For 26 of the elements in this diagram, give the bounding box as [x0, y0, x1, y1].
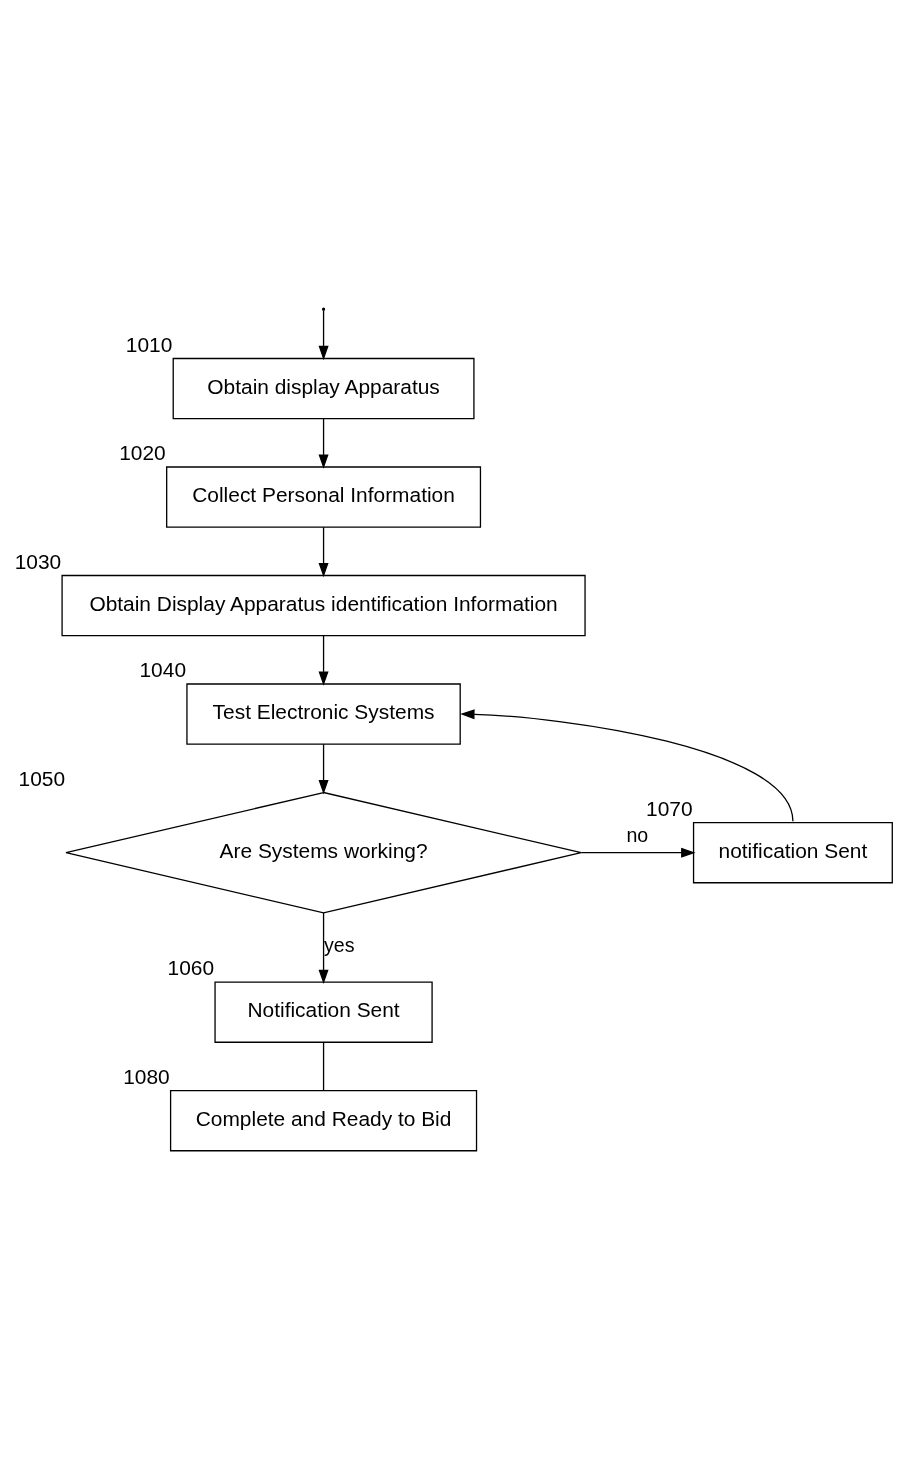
node-box: Collect Personal Information: [166, 465, 482, 528]
node-label: 1060: [167, 955, 215, 979]
arrow: [460, 708, 794, 822]
node-label: 1050: [18, 766, 66, 790]
edge-label: yes: [324, 933, 355, 956]
node-box: Obtain display Apparatus: [172, 357, 475, 419]
node-label: 1070: [646, 796, 693, 820]
node-box: notification Sent: [692, 821, 893, 883]
node-label: 1020: [119, 440, 166, 464]
node-diamond: Are Systems working?: [65, 791, 582, 913]
edge-label: no: [626, 823, 649, 846]
node-label: 1080: [123, 1064, 170, 1088]
node-box: Complete and Ready to Bid: [169, 1089, 478, 1151]
node-label: 1040: [139, 657, 187, 681]
node-box: Notification Sent: [214, 980, 433, 1043]
node-box: Obtain Display Apparatus identification Information: [61, 574, 586, 636]
node-label: 1030: [14, 549, 62, 573]
connector: [322, 1041, 325, 1091]
arrow: [580, 847, 696, 858]
arrow: [318, 743, 329, 794]
node-box: Test Electronic Systems: [186, 682, 461, 745]
node-label: 1010: [125, 332, 173, 356]
arrow: [318, 911, 329, 984]
arrow: [318, 417, 329, 469]
arrow: [318, 634, 329, 686]
arrow: [318, 526, 329, 577]
